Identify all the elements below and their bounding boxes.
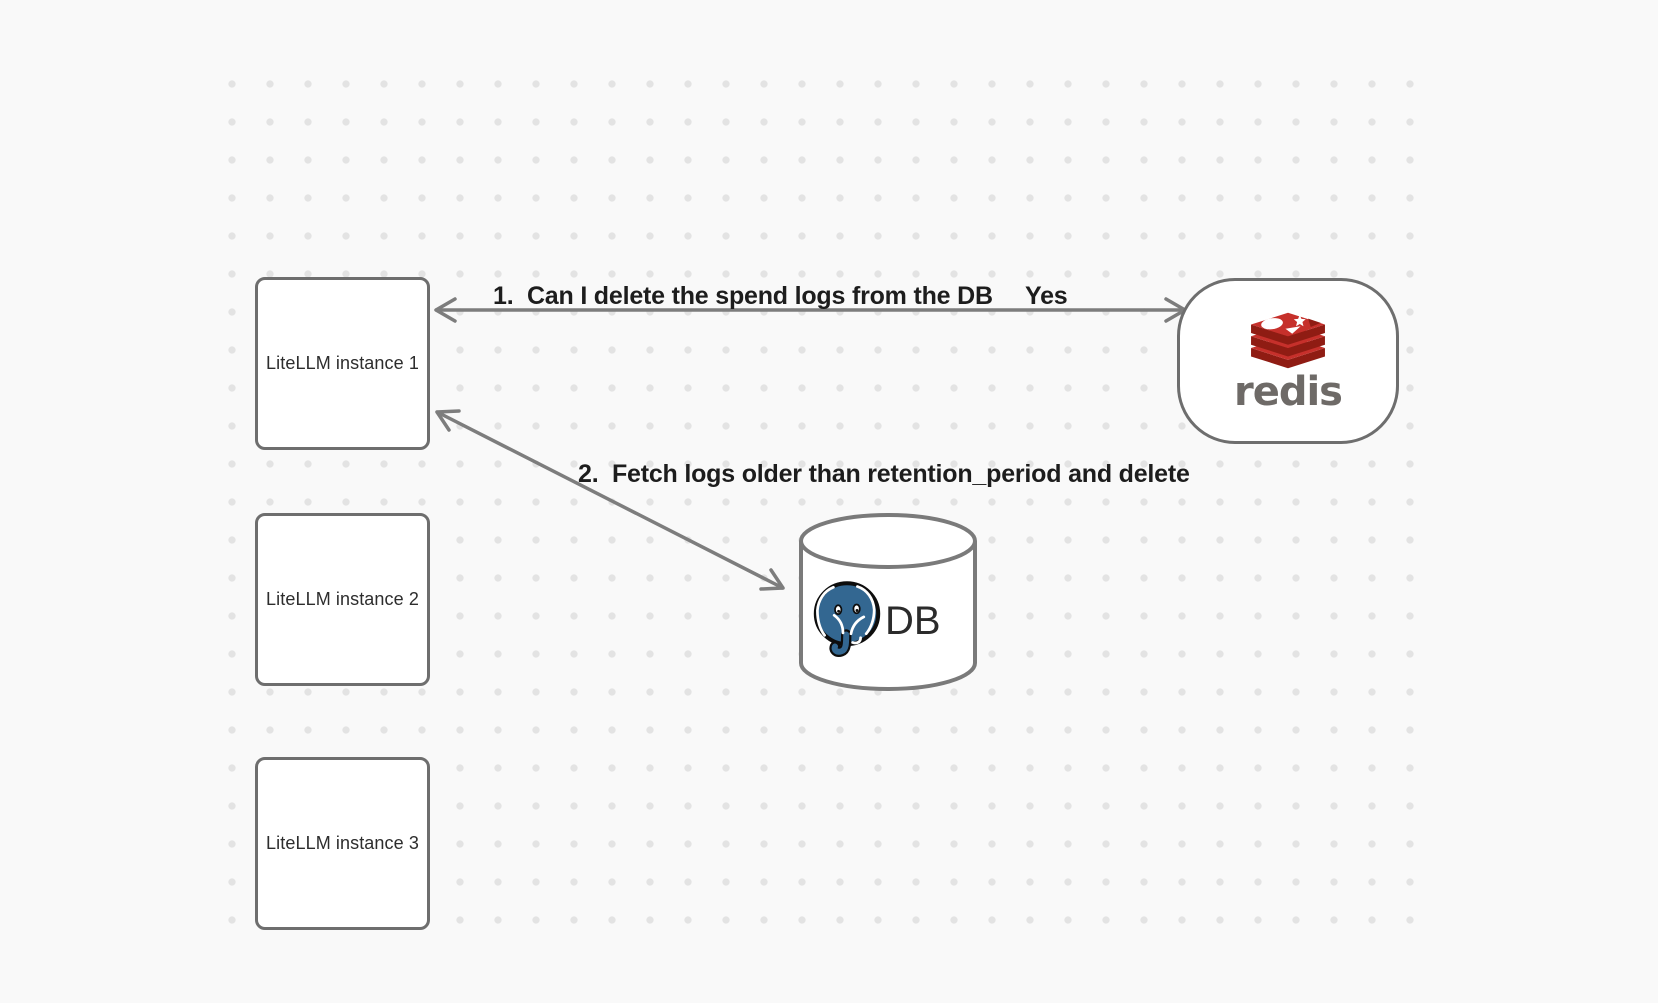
litellm-instance-1-node[interactable]: LiteLLM instance 1 (255, 277, 430, 450)
redis-wordmark: redis (1233, 368, 1343, 415)
litellm-instance-2-node[interactable]: LiteLLM instance 2 (255, 513, 430, 686)
database-content: DB (811, 580, 941, 657)
redis-node[interactable]: redis (1177, 278, 1399, 444)
annotation-step2-action[interactable]: 2. Fetch logs older than retention_perio… (578, 460, 1190, 488)
annotation-step1-question[interactable]: 1. Can I delete the spend logs from the … (493, 282, 993, 310)
litellm-instance-1-label: LiteLLM instance 1 (266, 353, 419, 373)
db-label: DB (885, 599, 941, 643)
redis-logo-icon (1251, 312, 1325, 368)
annotation-step1-answer[interactable]: Yes (1025, 282, 1068, 310)
litellm-instance-3-label: LiteLLM instance 3 (266, 833, 419, 853)
postgresql-elephant-icon (813, 581, 881, 657)
litellm-instance-3-node[interactable]: LiteLLM instance 3 (255, 757, 430, 930)
litellm-instance-2-label: LiteLLM instance 2 (266, 589, 419, 609)
